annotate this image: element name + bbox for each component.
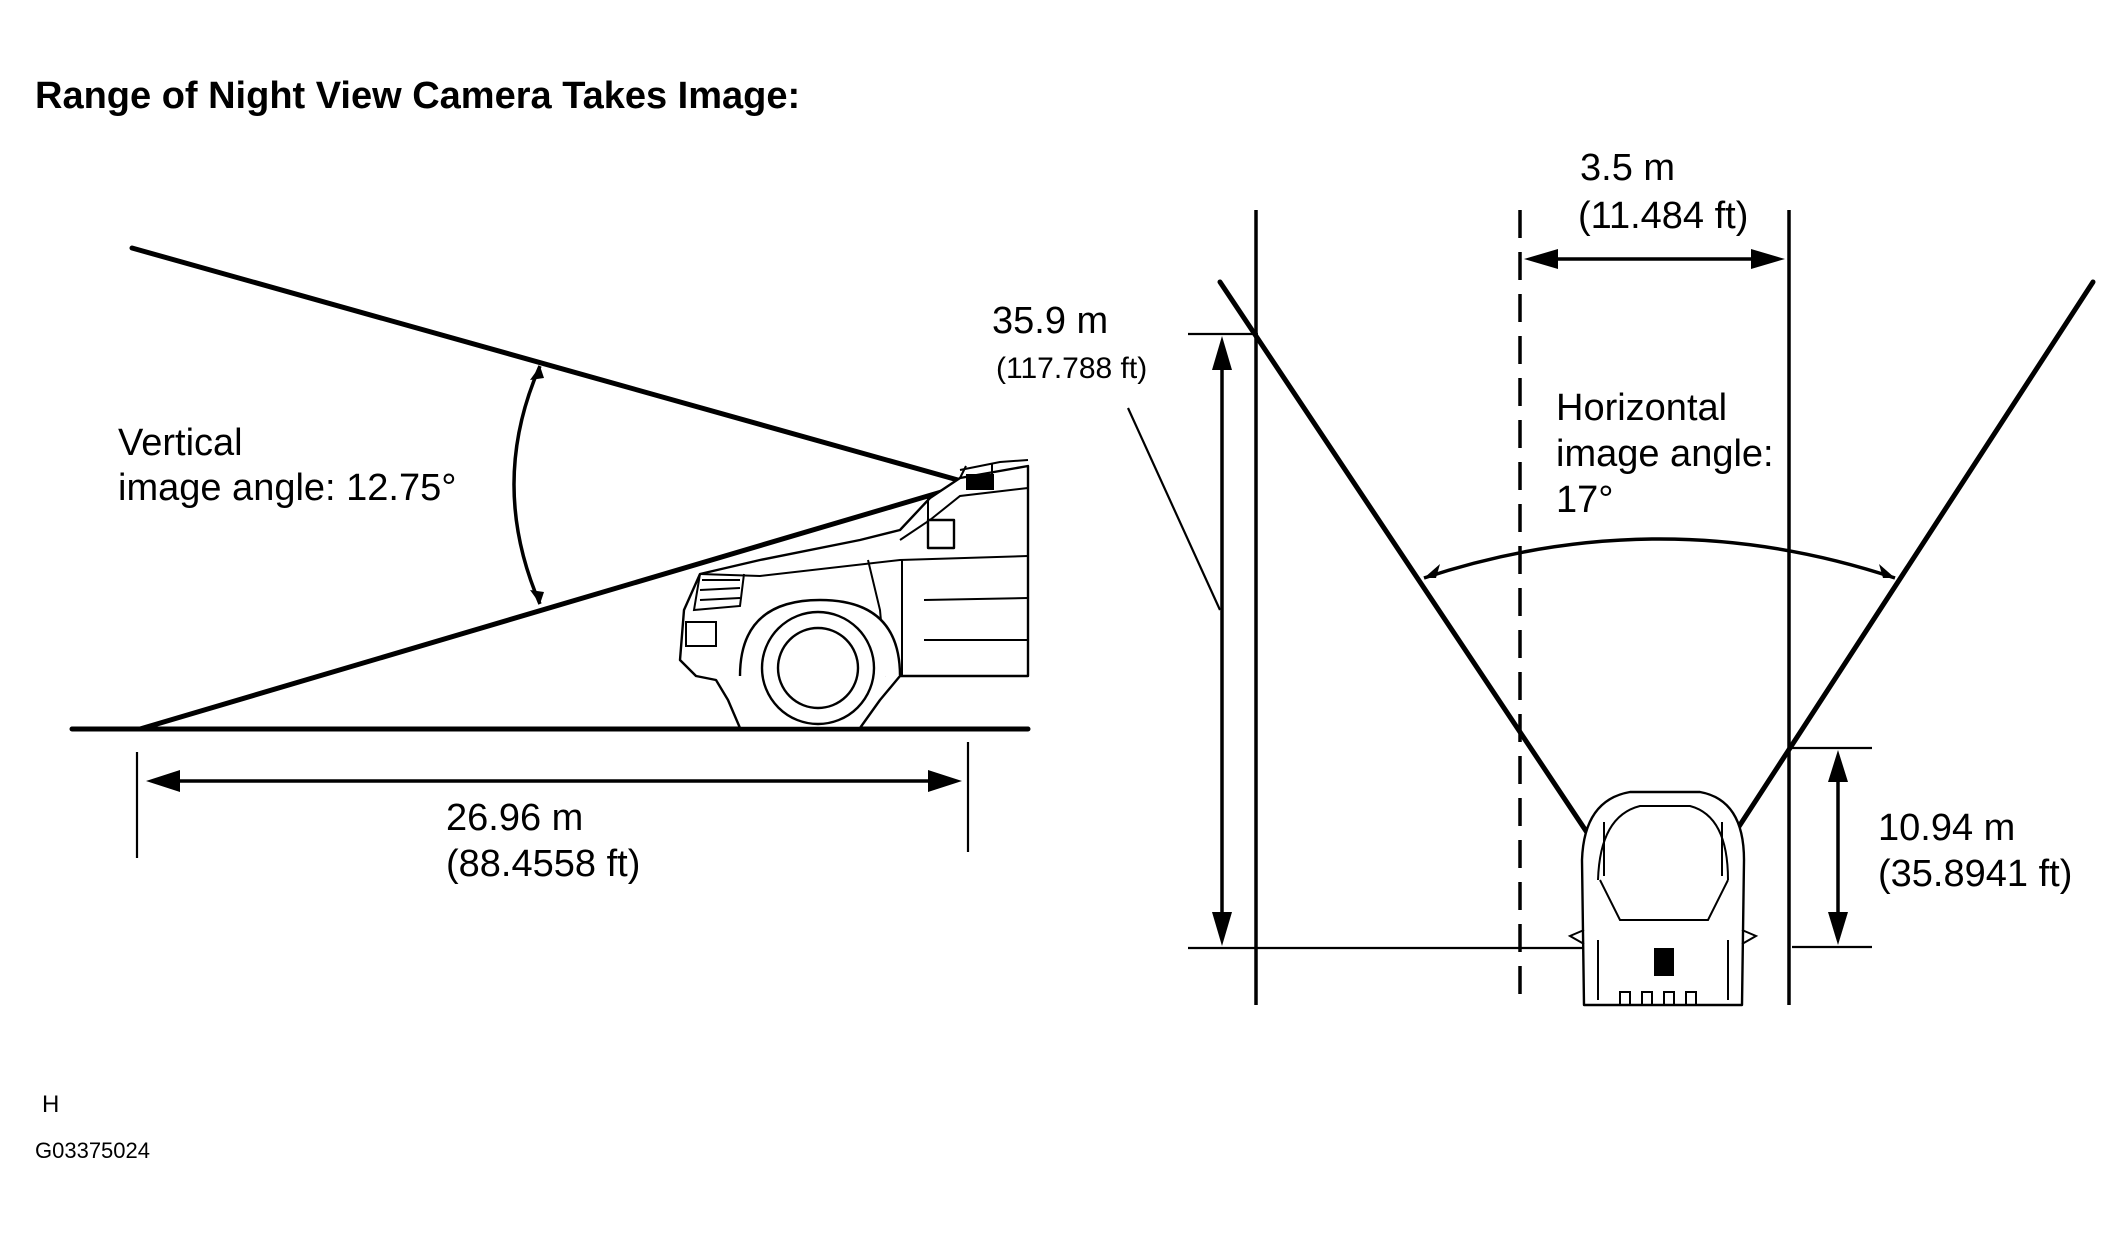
dim-arrow-left	[146, 770, 180, 792]
horizontal-angle-arc	[1423, 537, 1896, 580]
far-dim-arrow-bottom	[1212, 912, 1232, 946]
dim-arrow-right	[928, 770, 962, 792]
vertical-angle-arc	[512, 365, 542, 605]
harc-arrow-left	[1424, 564, 1440, 578]
horizontal-angle-line2: image angle:	[1556, 433, 1774, 475]
diagram-title: Range of Night View Camera Takes Image:	[35, 75, 800, 117]
top-camera-icon	[1654, 948, 1674, 976]
lane-width-m: 3.5 m	[1580, 147, 1675, 189]
far-dim-leader	[1126, 407, 1222, 611]
night-view-camera-icon	[966, 474, 994, 490]
vertical-angle-label-line1: Vertical	[118, 422, 243, 464]
side-view: Vertical image angle: 12.75° 26.96 m (88…	[69, 245, 1031, 885]
harc-arrow-right	[1879, 564, 1895, 578]
vertical-angle-label-line2: image angle: 12.75°	[118, 467, 456, 509]
horizontal-angle-line1: Horizontal	[1556, 387, 1727, 429]
far-distance-ft: (117.788 ft)	[996, 352, 1147, 385]
figure-code: G03375024	[35, 1138, 150, 1163]
width-arrow-left	[1524, 249, 1558, 269]
lower-view-ray	[137, 482, 968, 732]
far-distance-m: 35.9 m	[992, 300, 1108, 342]
side-distance-ft: (88.4558 ft)	[446, 843, 640, 885]
lane-width-ft: (11.484 ft)	[1578, 195, 1748, 237]
figure-reference-letter: H	[42, 1091, 59, 1118]
far-dim-arrow-top	[1212, 336, 1232, 370]
vehicle-side-icon	[678, 459, 1030, 730]
side-distance-m: 26.96 m	[446, 797, 583, 839]
near-distance-m: 10.94 m	[1878, 807, 2015, 849]
width-arrow-right	[1751, 249, 1785, 269]
arc-arrowhead-top	[530, 366, 544, 380]
upper-view-ray	[129, 245, 968, 485]
near-dim-arrow-top	[1828, 750, 1848, 782]
vehicle-top-icon	[1567, 790, 1759, 1007]
near-distance-ft: (35.8941 ft)	[1878, 853, 2072, 895]
arc-arrowhead-bottom	[530, 590, 544, 604]
near-dim-arrow-bottom	[1828, 912, 1848, 945]
horizontal-angle-line3: 17°	[1556, 479, 1613, 521]
top-view: 35.9 m (117.788 ft) 3.5 m (11.484 ft) Ho…	[992, 147, 2096, 1007]
